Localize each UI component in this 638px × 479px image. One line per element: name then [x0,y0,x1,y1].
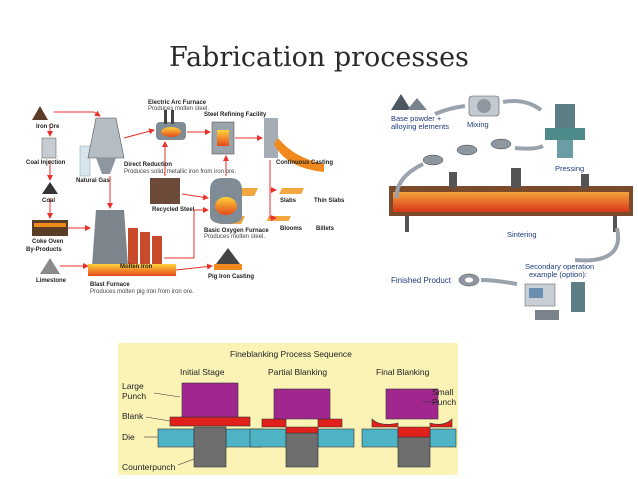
label-secondary-example: example (option): [529,270,587,279]
slide-title: Fabrication processes [169,42,469,73]
label-blank: Blank [122,411,144,421]
compact-icon [422,154,444,166]
large-punch-1 [181,382,239,418]
powder-metallurgy-diagram: Base powder + alloying elements Mixing P… [385,88,637,330]
steelmaking-diagram: Iron Ore Coal Injection Coal Coke Oven B… [24,98,348,306]
label-iron-ore: Iron Ore [36,124,60,130]
direct-reduction-shaft-icon [87,117,125,159]
label-blooms: Blooms [280,226,303,232]
base-powder-icon [391,94,411,110]
desc-basic-oxygen-furnace: Produces molten steel. [204,234,266,240]
arrow-to-pressing [502,99,543,112]
arrow-to-sintering [394,162,424,199]
fineblanking-title: Fineblanking Process Sequence [230,349,352,359]
stage-initial-group [157,382,263,468]
label-pressing: Pressing [555,164,585,173]
label-electric-arc-furnace: Electric Arc Furnace [148,100,207,106]
iron-ore-pile-icon [32,106,48,120]
stage-final-group [361,388,457,468]
powder-metallurgy-artwork [389,94,633,320]
coal-injection-icon [41,137,57,159]
label-mixing: Mixing [467,120,489,129]
molten-iron-icon [88,264,176,276]
secondary-tool-icon [535,310,559,320]
arrow-to-mixing [434,104,466,116]
label-pig-iron-casting: Pig Iron Casting [208,274,255,280]
label-base-powder: Base powder + [391,114,442,123]
label-large-punch-line1: Large [122,381,144,391]
stage-final-label: Final Blanking [376,367,430,377]
stage-initial-label: Initial Stage [180,367,225,377]
coke-oven-icon [32,220,68,236]
continuous-casting-icon [264,118,278,158]
fineblanking-diagram: Fineblanking Process Sequence Initial St… [118,343,458,475]
label-alloying-elements: alloying elements [391,122,449,131]
recycled-steel-icon [150,178,180,204]
alloying-powder-icon [407,98,427,110]
label-sintering: Sintering [507,230,537,239]
stage-partial-label: Partial Blanking [268,367,328,377]
limestone-pile-icon [40,258,60,274]
arrow-to-secondary [574,227,621,263]
thin-slabs-icon [279,188,305,194]
label-large-punch-line2: Punch [122,391,147,401]
steelmaking-artwork [32,106,324,276]
label-steel-refining: Steel Refining Facility [204,112,267,118]
die-left-1 [157,428,195,448]
label-small-punch-line2: Punch [432,397,457,407]
pig-iron-casting-icon [216,248,240,264]
coal-pile-icon [42,182,58,194]
stage-partial-group [249,388,355,468]
label-limestone: Limestone [36,278,67,284]
blast-furnace-icon [92,210,128,266]
label-continuous-casting: Continuous Casting [276,160,333,166]
desc-electric-arc-furnace: Produces molten steel. [148,106,210,112]
label-molten-iron: Molten Iron [120,264,153,270]
label-coal: Coal [42,198,56,204]
desc-blast-furnace: Produces molten pig iron from iron ore. [90,289,194,295]
label-blast-furnace: Blast Furnace [90,282,130,288]
label-natural-gas: Natural Gas [76,178,110,184]
label-secondary-operation: Secondary operation [525,262,595,271]
label-counterpunch: Counterpunch [122,462,176,472]
label-coke-oven: Coke Oven [32,239,64,245]
label-recycled-steel: Recycled Steel [152,207,195,213]
label-by-products: By-Products [26,247,62,253]
label-basic-oxygen-furnace: Basic Oxygen Furnace [204,228,269,234]
blank-1 [169,416,251,427]
secondary-press-icon [571,282,585,312]
counterpunch-1 [193,426,227,468]
label-thin-slabs: Thin Slabs [314,198,345,204]
label-billets: Billets [316,226,335,232]
fineblanking-artwork [144,382,457,468]
label-direct-reduction: Direct Reduction [124,162,173,168]
natural-gas-tank-icon [79,145,91,177]
label-finished-product: Finished Product [391,276,452,285]
desc-direct-reduction: Produces solid, metallic iron from iron … [124,169,237,175]
arrow-to-finished [480,278,518,286]
label-coal-injection: Coal Injection [26,160,66,166]
label-die: Die [122,432,135,442]
press-icon [555,104,575,130]
label-small-punch-line1: Small [432,387,454,397]
label-slabs: Slabs [280,198,297,204]
